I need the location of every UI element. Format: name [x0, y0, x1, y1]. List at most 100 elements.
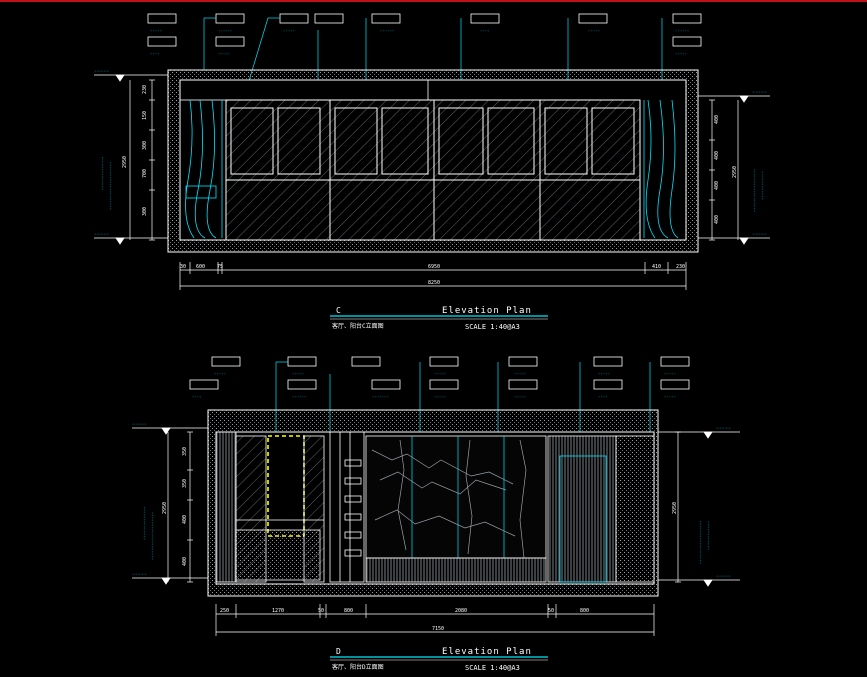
left-notes-d: ◦◦◦◦◦◦◦◦◦◦◦◦◦◦ ◦◦◦◦◦◦◦◦◦◦◦◦◦◦◦◦◦◦◦◦	[142, 506, 155, 560]
svg-text:◦◦◦◦◦◦◦◦◦◦◦◦◦◦◦◦◦◦: ◦◦◦◦◦◦◦◦◦◦◦◦◦◦◦◦◦◦	[752, 169, 757, 212]
svg-text:6950: 6950	[428, 264, 440, 270]
svg-text:700: 700	[142, 169, 148, 178]
svg-text:◦◦◦◦◦: ◦◦◦◦◦	[150, 28, 162, 33]
svg-text:230: 230	[676, 264, 685, 270]
svg-text:230: 230	[142, 85, 148, 94]
svg-text:◦◦◦◦◦◦◦◦◦◦◦◦◦◦◦◦◦◦: ◦◦◦◦◦◦◦◦◦◦◦◦◦◦◦◦◦◦	[698, 521, 703, 564]
svg-text:客厅、阳台C立面图: 客厅、阳台C立面图	[332, 322, 384, 330]
svg-text:2950: 2950	[162, 502, 168, 514]
svg-text:◦◦◦◦◦: ◦◦◦◦◦	[598, 371, 610, 376]
svg-text:C: C	[336, 306, 341, 315]
shelving-d	[329, 431, 365, 583]
svg-text:◦◦◦◦◦: ◦◦◦◦◦	[218, 51, 230, 56]
svg-text:400: 400	[182, 557, 188, 566]
right-dims-c: 400 400 400 400 2950	[714, 115, 738, 224]
left-dim-line-d	[167, 431, 193, 583]
svg-text:75: 75	[217, 264, 223, 270]
svg-text:◦◦◦◦◦◦: ◦◦◦◦◦◦	[380, 28, 394, 33]
svg-text:◦◦◦◦◦: ◦◦◦◦◦	[752, 232, 767, 238]
left-dim-line-c	[129, 79, 155, 241]
right-dim-line-c	[709, 99, 739, 241]
svg-text:客厅、阳台D立面图: 客厅、阳台D立面图	[332, 663, 384, 671]
svg-text:◦◦◦◦◦◦◦◦◦◦◦◦: ◦◦◦◦◦◦◦◦◦◦◦◦	[706, 521, 711, 550]
curtain-right-c	[643, 99, 679, 239]
svg-text:50: 50	[318, 608, 324, 614]
svg-text:400: 400	[714, 151, 720, 160]
svg-text:◦◦◦◦◦◦◦: ◦◦◦◦◦◦◦	[372, 394, 389, 399]
svg-text:800: 800	[344, 608, 353, 614]
svg-text:SCALE 1:40@A3: SCALE 1:40@A3	[465, 664, 520, 672]
svg-text:◦◦◦◦◦: ◦◦◦◦◦	[716, 426, 731, 432]
svg-text:◦◦◦◦◦: ◦◦◦◦◦	[94, 232, 109, 238]
elevation-d: ◦◦◦◦◦◦◦◦◦ ◦◦◦◦◦◦◦◦◦◦◦ ◦◦◦◦◦◦◦◦◦◦◦◦ ◦◦◦◦◦…	[132, 356, 740, 672]
svg-text:8250: 8250	[428, 280, 440, 286]
svg-text:◦◦◦◦◦: ◦◦◦◦◦	[514, 371, 526, 376]
svg-text:◦◦◦◦◦: ◦◦◦◦◦	[514, 394, 526, 399]
marble-wall-d	[365, 435, 547, 583]
svg-text:300: 300	[142, 207, 148, 216]
left-dims-d: 350 350 2950 400 400	[162, 447, 188, 566]
svg-text:D: D	[336, 647, 341, 656]
door-panel-d	[547, 435, 655, 583]
svg-text:800: 800	[580, 608, 589, 614]
svg-text:◦◦◦◦◦◦: ◦◦◦◦◦◦	[292, 394, 306, 399]
svg-text:350: 350	[182, 447, 188, 456]
svg-text:◦◦◦◦◦: ◦◦◦◦◦	[434, 371, 446, 376]
svg-text:400: 400	[714, 181, 720, 190]
svg-text:◦◦◦◦: ◦◦◦◦	[192, 394, 202, 399]
svg-text:350: 350	[182, 479, 188, 488]
left-notes-c: ◦◦◦◦◦◦◦◦◦◦◦◦◦◦ ◦◦◦◦◦◦◦◦◦◦◦◦◦◦◦◦◦◦◦◦	[100, 156, 113, 210]
bottom-dim-lines-d	[215, 604, 655, 636]
svg-text:◦◦◦◦◦: ◦◦◦◦◦	[94, 69, 109, 75]
level-labels-d: ◦◦◦◦◦◦◦◦◦◦ ◦◦◦◦◦◦◦◦◦◦	[132, 422, 731, 580]
svg-text:◦◦◦◦◦: ◦◦◦◦◦	[214, 371, 226, 376]
svg-text:◦◦◦◦◦: ◦◦◦◦◦	[664, 371, 676, 376]
svg-text:◦◦◦◦: ◦◦◦◦	[150, 51, 160, 56]
svg-text:SCALE 1:40@A3: SCALE 1:40@A3	[465, 323, 520, 331]
svg-text:◦◦◦◦◦: ◦◦◦◦◦	[292, 371, 304, 376]
svg-text:2080: 2080	[455, 608, 467, 614]
callout-notes-c: ◦◦◦◦◦◦◦◦◦◦◦ ◦◦◦◦◦◦◦◦◦ ◦◦◦◦◦◦◦◦◦◦◦ ◦◦◦◦◦◦…	[150, 28, 689, 56]
svg-text:◦◦◦◦◦◦◦◦◦◦◦◦◦◦◦◦◦◦◦◦: ◦◦◦◦◦◦◦◦◦◦◦◦◦◦◦◦◦◦◦◦	[108, 162, 113, 210]
right-dim-line-d	[675, 431, 681, 583]
svg-text:250: 250	[220, 608, 229, 614]
bottom-dim-lines-c	[179, 262, 687, 290]
left-dims-c: 230 150 300 700 300 2950	[122, 85, 148, 216]
bottom-dims-d: 250 1270 50 800 2080 50 800 7150	[220, 608, 589, 632]
svg-text:◦◦◦◦◦: ◦◦◦◦◦	[675, 51, 687, 56]
svg-text:◦◦◦◦◦◦: ◦◦◦◦◦◦	[218, 28, 232, 33]
wardrobe-d	[215, 431, 325, 583]
svg-text:◦◦◦◦◦◦◦◦◦◦◦◦◦◦: ◦◦◦◦◦◦◦◦◦◦◦◦◦◦	[142, 506, 147, 540]
level-markers-d	[132, 427, 740, 587]
callout-notes-d: ◦◦◦◦◦◦◦◦◦ ◦◦◦◦◦◦◦◦◦◦◦ ◦◦◦◦◦◦◦◦◦◦◦◦ ◦◦◦◦◦…	[192, 371, 676, 399]
svg-text:◦◦◦◦◦: ◦◦◦◦◦	[434, 394, 446, 399]
svg-text:150: 150	[142, 111, 148, 120]
svg-text:◦◦◦◦◦◦◦◦◦◦◦◦◦◦◦◦◦◦◦◦: ◦◦◦◦◦◦◦◦◦◦◦◦◦◦◦◦◦◦◦◦	[150, 512, 155, 560]
svg-text:1270: 1270	[272, 608, 284, 614]
svg-text:◦◦◦◦◦◦◦◦◦◦◦◦◦◦: ◦◦◦◦◦◦◦◦◦◦◦◦◦◦	[100, 156, 105, 190]
svg-text:410: 410	[652, 264, 661, 270]
svg-text:◦◦◦◦◦: ◦◦◦◦◦	[132, 422, 147, 428]
svg-text:7150: 7150	[432, 626, 444, 632]
svg-text:◦◦◦◦◦: ◦◦◦◦◦	[132, 572, 147, 578]
right-notes-c: ◦◦◦◦◦◦◦◦◦◦◦◦◦◦◦◦◦◦ ◦◦◦◦◦◦◦◦◦◦◦◦	[752, 169, 765, 212]
callout-tags-d	[189, 356, 690, 390]
svg-text:◦◦◦◦◦◦◦◦◦◦◦◦: ◦◦◦◦◦◦◦◦◦◦◦◦	[760, 171, 765, 200]
svg-text:Elevation Plan: Elevation Plan	[442, 306, 532, 316]
svg-text:◦◦◦◦◦◦: ◦◦◦◦◦◦	[675, 28, 689, 33]
svg-text:◦◦◦◦◦: ◦◦◦◦◦	[588, 28, 600, 33]
svg-text:2950: 2950	[122, 156, 128, 168]
svg-text:2950: 2950	[732, 166, 738, 178]
svg-text:Elevation Plan: Elevation Plan	[442, 647, 532, 657]
right-notes-d: ◦◦◦◦◦◦◦◦◦◦◦◦◦◦◦◦◦◦ ◦◦◦◦◦◦◦◦◦◦◦◦	[698, 521, 711, 564]
curtain-left-c	[185, 99, 223, 239]
title-block-c: C Elevation Plan 客厅、阳台C立面图 SCALE 1:40@A3	[330, 306, 548, 331]
svg-text:◦◦◦◦: ◦◦◦◦	[598, 394, 608, 399]
level-labels-c: ◦◦◦◦◦◦◦◦◦◦ ◦◦◦◦◦◦◦◦◦◦	[94, 69, 767, 238]
callout-tags-c	[147, 13, 702, 47]
svg-text:300: 300	[142, 141, 148, 150]
svg-text:600: 600	[196, 264, 205, 270]
svg-text:50: 50	[548, 608, 554, 614]
svg-text:30: 30	[180, 264, 186, 270]
